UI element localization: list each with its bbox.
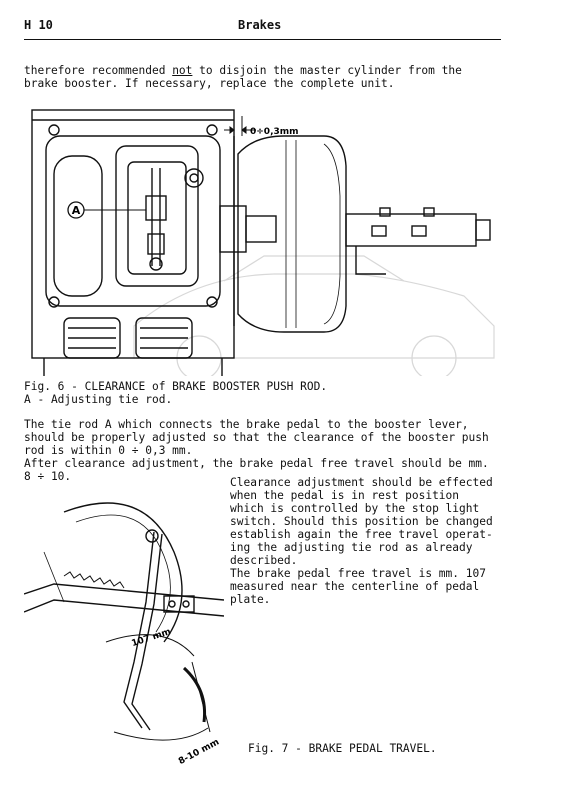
paragraph-2-line: plate. bbox=[230, 593, 271, 606]
figure-6-booster-diagram: A 0÷0,3mm bbox=[31, 109, 495, 376]
clearance-dimension-label: 0÷0,3mm bbox=[250, 127, 299, 137]
paragraph-2-line: which is controlled by the stop light bbox=[230, 502, 480, 515]
callout-a: A bbox=[67, 201, 146, 219]
intro-text-tail: to disjoin the master cylinder from the bbox=[192, 64, 462, 77]
paragraph-2-line: described. bbox=[230, 554, 298, 567]
paragraph-2-line: measured near the centerline of pedal bbox=[230, 580, 480, 593]
callout-a-label: A bbox=[72, 204, 81, 217]
paragraph-2-line: when the pedal is in rest position bbox=[230, 489, 460, 502]
intro-emphasis: not bbox=[172, 64, 193, 77]
paragraph-2-line: switch. Should this position be changed bbox=[230, 515, 493, 528]
travel-8-10mm-label: 8-10 mm bbox=[177, 737, 221, 767]
pedal-mechanism bbox=[24, 502, 224, 741]
figure-7-pedal-diagram: 107 mm 8-10 mm bbox=[24, 502, 224, 767]
paragraph-1-line: After clearance adjustment, the brake pe… bbox=[24, 457, 489, 470]
figure-7-caption: Fig. 7 - BRAKE PEDAL TRAVEL. bbox=[248, 742, 437, 755]
paragraph-1-line: rod is within 0 ÷ 0,3 mm. bbox=[24, 444, 193, 457]
clearance-dimension bbox=[224, 116, 256, 136]
page-section-title: Brakes bbox=[238, 18, 282, 32]
travel-107mm-label: 107 mm bbox=[130, 627, 172, 649]
paragraph-2-line: Clearance adjustment should be effected bbox=[230, 476, 493, 489]
page-header: H 10 Brakes bbox=[24, 18, 501, 40]
intro-text: therefore recommended bbox=[24, 64, 173, 77]
header-rule bbox=[24, 39, 501, 40]
paragraph-2-line: The brake pedal free travel is mm. 107 bbox=[230, 567, 486, 580]
intro-line-1: therefore recommended not to disjoin the… bbox=[24, 64, 462, 77]
figure-6-subcaption: A - Adjusting tie rod. bbox=[24, 393, 173, 406]
paragraph-1-line: The tie rod A which connects the brake p… bbox=[24, 418, 469, 431]
figure-6-caption: Fig. 6 - CLEARANCE of BRAKE BOOSTER PUSH… bbox=[24, 380, 328, 393]
page-code: H 10 bbox=[24, 18, 53, 32]
paragraph-2-line: establish again the free travel operat- bbox=[230, 528, 493, 541]
brake-booster bbox=[219, 135, 491, 333]
intro-line-2: brake booster. If necessary, replace the… bbox=[24, 77, 395, 90]
paragraph-1-line: should be properly adjusted so that the … bbox=[24, 431, 489, 444]
paragraph-1-line: 8 ÷ 10. bbox=[24, 470, 72, 483]
paragraph-2-line: ing the adjusting tie rod as already bbox=[230, 541, 473, 554]
